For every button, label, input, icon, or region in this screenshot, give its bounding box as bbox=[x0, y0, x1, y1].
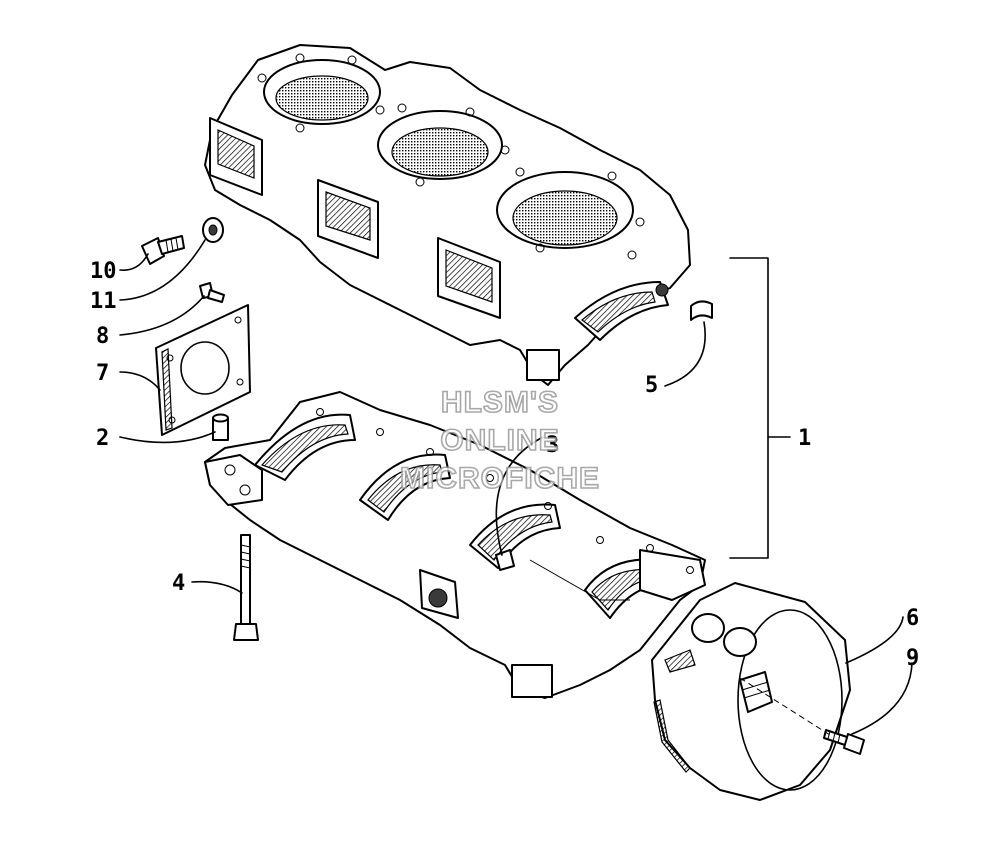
watermark-line-3: MICROFICHE bbox=[400, 462, 600, 495]
callout-3: 3 bbox=[546, 433, 559, 458]
housing-part-6 bbox=[651, 582, 851, 801]
intake-port-2 bbox=[317, 179, 379, 259]
callout-4: 4 bbox=[172, 571, 185, 596]
bolt-part-10 bbox=[141, 235, 185, 265]
callout-8: 8 bbox=[96, 324, 109, 349]
screw-part-8 bbox=[199, 282, 225, 303]
callout-5: 5 bbox=[645, 373, 658, 398]
watermark-line-2: ONLINE bbox=[440, 424, 559, 457]
callout-1: 1 bbox=[798, 426, 811, 451]
intake-port-1 bbox=[209, 117, 263, 196]
bolt-part-9 bbox=[823, 729, 865, 755]
watermark-line-1: HLSM'S bbox=[441, 386, 559, 419]
sleeve-part-5 bbox=[690, 300, 713, 321]
dowel-part-3 bbox=[495, 549, 515, 571]
watermark: HLSM'S ONLINE MICROFICHE bbox=[399, 385, 600, 496]
callout-2: 2 bbox=[96, 426, 109, 451]
upper-crankcase bbox=[204, 44, 691, 386]
callout-6: 6 bbox=[906, 606, 919, 631]
dowel-pin-part-2 bbox=[212, 413, 229, 441]
callout-11: 11 bbox=[90, 289, 117, 314]
callout-labels: 10 11 8 7 2 4 3 5 1 6 9 bbox=[90, 259, 919, 671]
lower-crankcase bbox=[204, 391, 706, 699]
long-bolt-part-4 bbox=[233, 534, 259, 641]
intake-port-3 bbox=[437, 237, 501, 319]
callout-7: 7 bbox=[96, 361, 109, 386]
cover-plate-part-7 bbox=[155, 304, 251, 436]
leader-lines bbox=[119, 239, 913, 736]
washer-part-11 bbox=[202, 217, 224, 243]
callout-10: 10 bbox=[90, 259, 117, 284]
callout-9: 9 bbox=[906, 646, 919, 671]
